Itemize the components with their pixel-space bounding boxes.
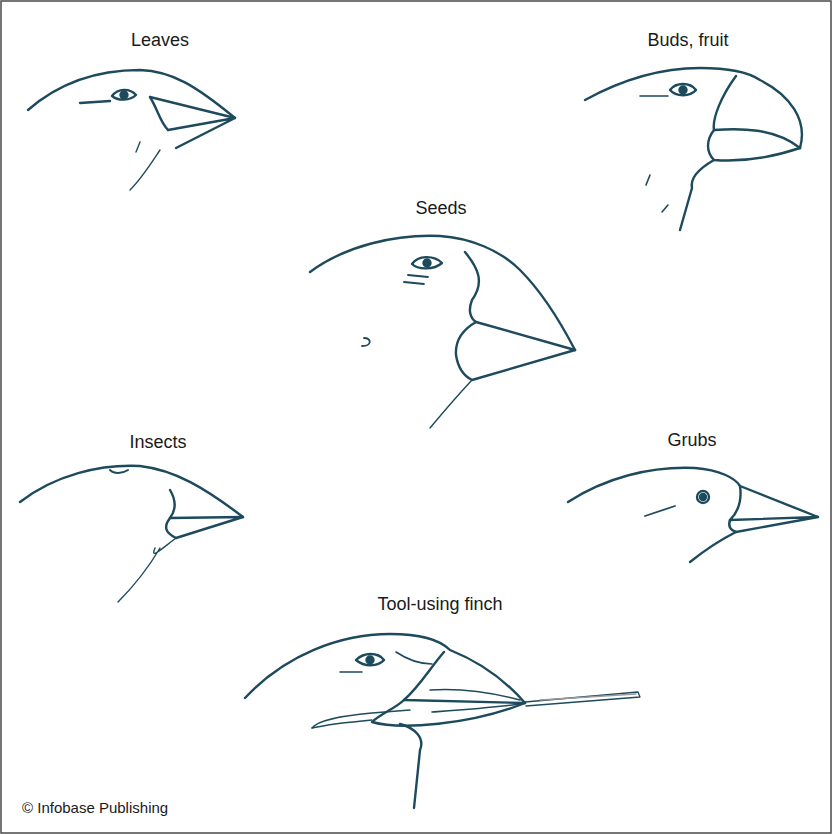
eye: [112, 90, 136, 100]
throat-line: [130, 142, 160, 190]
pupil: [680, 87, 687, 94]
beak: [150, 97, 235, 148]
grub-eater-head: [568, 468, 818, 562]
finch-heads: [20, 68, 818, 808]
feather-marks: [640, 96, 668, 212]
beak-base: [150, 97, 168, 130]
upper-beak: [404, 652, 525, 703]
throat-line: [690, 520, 736, 562]
diet-label: Insects: [129, 432, 186, 453]
pupil: [367, 657, 374, 664]
eye: [356, 654, 384, 665]
closed-eye: [110, 470, 128, 473]
cheek-line: [645, 506, 675, 516]
tool-using-finch-head: [245, 634, 525, 808]
diet-label: Seeds: [415, 198, 466, 219]
diet-label: Grubs: [667, 430, 716, 451]
spine-outline: [312, 692, 640, 728]
crown-beak-line: [585, 68, 802, 148]
upper-beak: [465, 252, 575, 350]
crown-line: [568, 468, 818, 517]
beak-base: [166, 518, 176, 538]
diet-label: Tool-using finch: [377, 594, 502, 615]
crown-line: [20, 466, 243, 517]
beak: [730, 486, 818, 532]
insect-eater-head: [20, 466, 243, 602]
eye: [670, 84, 696, 95]
spine-back: [312, 720, 372, 728]
spine-shade: [540, 694, 636, 700]
copyright-note: © Infobase Publishing: [22, 799, 168, 816]
cactus-spine-tool: [312, 692, 640, 728]
face-lines: [340, 652, 432, 672]
throat-line: [400, 724, 421, 808]
diet-label: Buds, fruit: [647, 30, 728, 51]
lower-beak: [456, 322, 575, 380]
seed-eater-head: [310, 236, 575, 428]
pupil: [424, 260, 431, 267]
lower-beak: [372, 700, 525, 726]
cheek-line: [80, 101, 110, 103]
bud-eater-head: [585, 68, 802, 230]
crown-line: [310, 236, 575, 350]
throat-line: [680, 160, 714, 230]
eye: [412, 257, 442, 268]
upper-beak: [714, 76, 800, 148]
cheek-lines: [404, 275, 428, 284]
throat-line: [118, 538, 176, 602]
pupil: [121, 92, 128, 99]
beak-detail: [430, 689, 520, 712]
eye-ring: [697, 491, 709, 503]
ear-mark: [362, 338, 370, 346]
pupil: [700, 494, 706, 500]
throat-line: [430, 380, 472, 428]
beak: [170, 490, 243, 538]
lower-beak: [708, 130, 800, 161]
leaf-eater-head: [28, 70, 235, 190]
diet-label: Leaves: [131, 30, 189, 51]
